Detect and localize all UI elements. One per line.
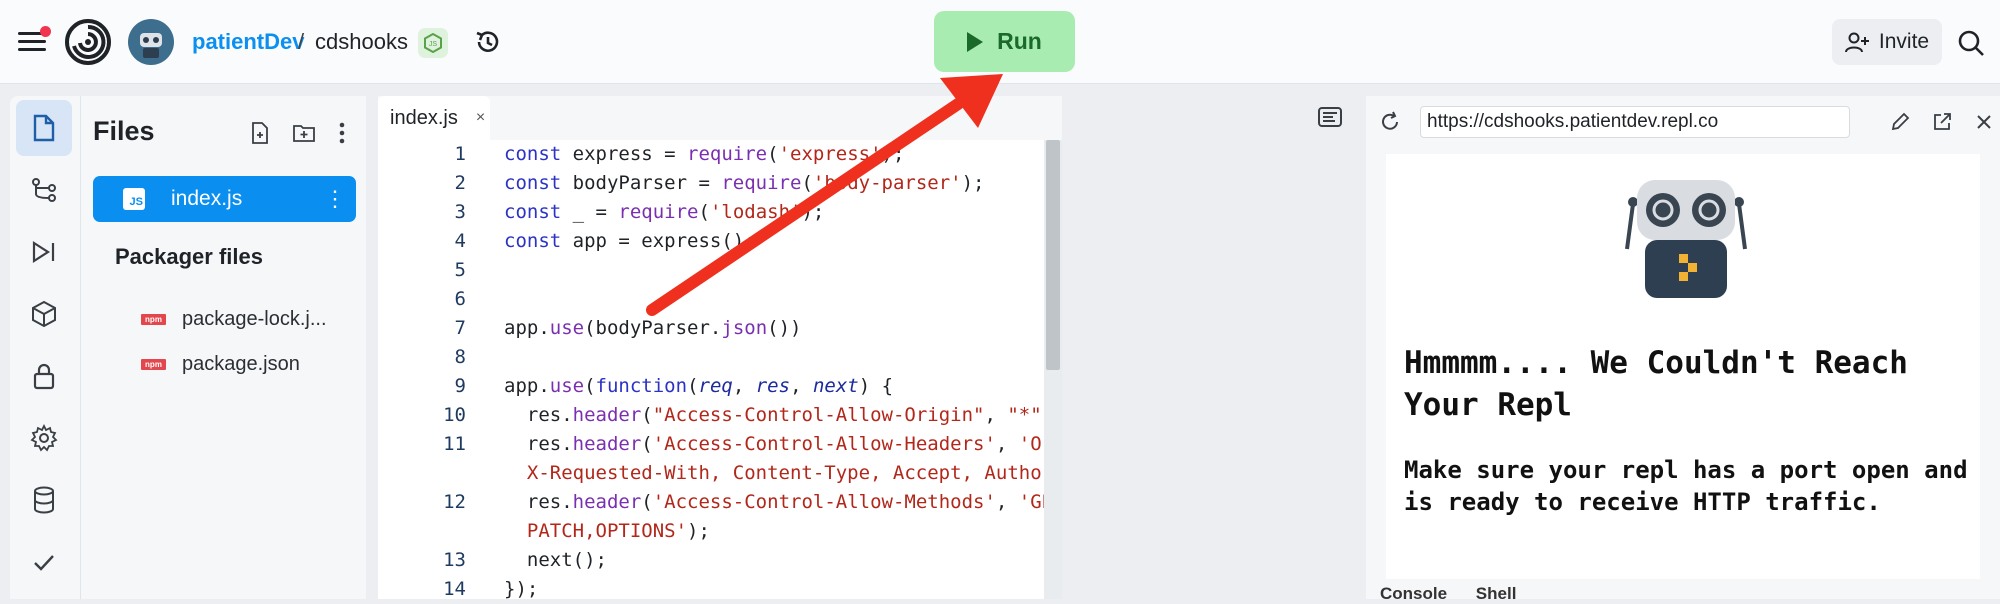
file-item-package-json[interactable]: npm package.json xyxy=(141,349,300,379)
file-item-index-js[interactable]: JS index.js ⋮ xyxy=(93,176,356,222)
file-name: package.json xyxy=(182,352,300,375)
line-number: 3 xyxy=(454,201,466,223)
tool-rail xyxy=(10,96,80,599)
code-line: app.use(function(req, res, next) { xyxy=(504,375,894,397)
close-tab-icon[interactable]: × xyxy=(475,109,486,126)
nodejs-icon[interactable]: JS xyxy=(418,28,448,58)
error-message: Make sure your repl has a port open and … xyxy=(1404,456,1968,516)
code-line: const bodyParser = require('body-parser'… xyxy=(504,172,985,194)
file-name: index.js xyxy=(171,187,243,210)
line-number: 1 xyxy=(454,143,466,165)
code-line: const express = require('express'); xyxy=(504,143,905,165)
packages-icon[interactable] xyxy=(16,286,72,342)
tab-shell[interactable]: Shell xyxy=(1475,584,1517,603)
format-icon[interactable] xyxy=(1318,107,1344,129)
npm-icon: npm xyxy=(141,358,166,370)
run-label: Run xyxy=(997,28,1042,54)
tab-label: index.js xyxy=(390,106,458,129)
line-number: 6 xyxy=(454,288,466,310)
line-number: 2 xyxy=(454,172,466,194)
code-line: const app = express(); xyxy=(504,230,756,252)
files-icon[interactable] xyxy=(16,100,72,156)
breadcrumb-repl-name[interactable]: cdshooks xyxy=(315,29,408,54)
database-icon[interactable] xyxy=(16,472,72,528)
line-number: 9 xyxy=(454,375,466,397)
files-title: Files xyxy=(93,116,155,146)
line-number: 10 xyxy=(443,404,466,426)
tab-console[interactable]: Console xyxy=(1380,584,1448,603)
new-folder-icon[interactable] xyxy=(291,120,317,146)
webview-panel: https://cdshooks.patientdev.repl.co Hmmm… xyxy=(1366,96,2000,603)
top-bar: patientDev / cdshooks JS Run Invite xyxy=(0,0,2000,84)
file-menu-icon[interactable]: ⋮ xyxy=(324,186,346,211)
debugger-icon[interactable] xyxy=(16,224,72,280)
files-panel: Files JS index.js ⋮ Packager files npm p… xyxy=(80,96,366,599)
javascript-file-icon: JS xyxy=(123,188,145,210)
webview-content: Hmmmm.... We Couldn't Reach Your Repl Ma… xyxy=(1386,154,1980,579)
code-line: app.use(bodyParser.json()) xyxy=(504,317,802,339)
line-number: 7 xyxy=(454,317,466,339)
search-icon[interactable] xyxy=(1952,24,1990,62)
code-line: res.header('Access-Control-Allow-Methods… xyxy=(504,491,1062,513)
code-line: next(); xyxy=(504,549,607,571)
history-icon[interactable] xyxy=(470,24,506,60)
invite-button[interactable]: Invite xyxy=(1832,19,1942,65)
code-line: res.header("Access-Control-Allow-Origin"… xyxy=(504,404,1062,426)
line-number: 12 xyxy=(443,491,466,513)
avatar[interactable] xyxy=(128,19,174,65)
replit-logo-icon[interactable] xyxy=(64,18,112,66)
git-icon[interactable] xyxy=(16,162,72,218)
line-number: 11 xyxy=(443,433,466,455)
gear-icon[interactable] xyxy=(16,410,72,466)
lock-icon[interactable] xyxy=(16,348,72,404)
invite-label: Invite xyxy=(1878,30,1930,53)
edit-icon[interactable] xyxy=(1886,108,1914,136)
code-line: X-Requested-With, Content-Type, Accept, … xyxy=(526,462,1062,484)
code-editor[interactable]: 1 const express = require('express'); 2 co… xyxy=(378,140,1062,599)
new-file-icon[interactable] xyxy=(247,120,273,146)
close-icon[interactable] xyxy=(1970,108,1998,136)
line-number: 5 xyxy=(454,259,466,281)
packager-files-title: Packager files xyxy=(115,244,263,269)
error-title: Hmmmm.... We Couldn't Reach Your Repl xyxy=(1404,345,1908,423)
tab-index-js[interactable]: index.js × xyxy=(378,96,490,140)
line-number: 8 xyxy=(454,346,466,368)
code-line: PATCH,OPTIONS'); xyxy=(504,520,710,542)
editor-panel: index.js × 1 const express = require('exp… xyxy=(378,96,1062,599)
scrollbar-thumb[interactable] xyxy=(1046,140,1060,370)
line-number: 13 xyxy=(443,549,466,571)
add-user-icon xyxy=(1844,32,1869,53)
notification-dot xyxy=(40,26,51,37)
breadcrumb-user[interactable]: patientDev xyxy=(192,29,305,54)
code-line: }); xyxy=(504,578,539,599)
refresh-icon[interactable] xyxy=(1376,108,1404,136)
line-number: 14 xyxy=(443,578,466,599)
npm-icon: npm xyxy=(141,313,166,325)
code-line: const _ = require('lodash'); xyxy=(504,201,825,223)
run-button[interactable]: Run xyxy=(934,11,1075,72)
more-options-icon[interactable] xyxy=(329,120,355,146)
url-input[interactable]: https://cdshooks.patientdev.repl.co xyxy=(1420,106,1850,138)
checkmark-icon[interactable] xyxy=(16,534,72,590)
file-item-package-lock[interactable]: npm package-lock.j... xyxy=(141,304,327,334)
play-icon xyxy=(967,31,984,52)
console-tabs: Console Shell xyxy=(1366,584,2000,604)
open-in-new-tab-icon[interactable] xyxy=(1928,108,1956,136)
line-number: 4 xyxy=(454,230,466,252)
file-name: package-lock.j... xyxy=(182,307,327,330)
robot-illustration xyxy=(1625,180,1747,298)
menu-icon[interactable] xyxy=(14,26,50,58)
breadcrumb-separator: / xyxy=(298,29,305,54)
svg-text:JS: JS xyxy=(429,41,438,48)
editor-scrollbar[interactable] xyxy=(1044,140,1062,599)
code-line: res.header('Access-Control-Allow-Headers… xyxy=(504,433,1062,455)
